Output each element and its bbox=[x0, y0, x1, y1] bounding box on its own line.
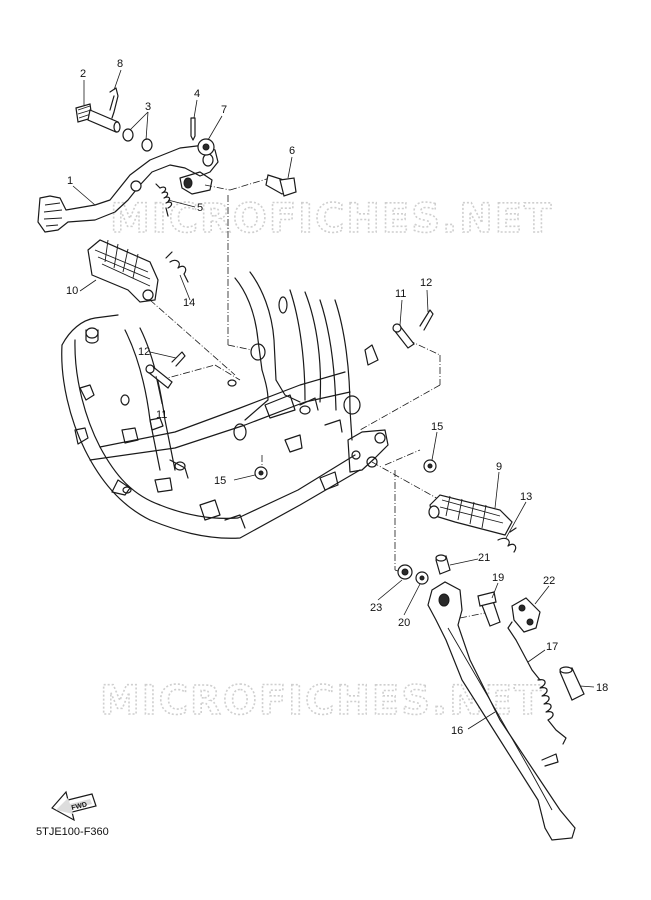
callout-8: 8 bbox=[117, 58, 123, 70]
callout-4: 4 bbox=[194, 88, 200, 100]
callout-12-right: 12 bbox=[420, 277, 432, 289]
frame bbox=[61, 271, 389, 539]
fwd-arrow: FWD bbox=[51, 790, 97, 822]
leader-lines bbox=[72, 69, 595, 730]
sidestand-spring bbox=[507, 621, 567, 745]
return-spring bbox=[155, 183, 173, 217]
right-footrest bbox=[428, 494, 513, 536]
callout-15-right: 15 bbox=[431, 421, 443, 433]
sidestand-bolt bbox=[477, 591, 501, 627]
callout-5: 5 bbox=[197, 202, 203, 214]
callout-22: 22 bbox=[543, 575, 555, 587]
footrest-pin-right bbox=[392, 309, 434, 349]
callout-3: 3 bbox=[145, 101, 151, 113]
callout-13: 13 bbox=[520, 491, 532, 503]
spring-plate bbox=[511, 597, 541, 633]
callout-19: 19 bbox=[492, 572, 504, 584]
callout-15-left: 15 bbox=[214, 475, 226, 487]
brake-pedal bbox=[37, 144, 219, 233]
callout-1: 1 bbox=[67, 175, 73, 187]
pivot-shaft bbox=[75, 103, 121, 133]
fwd-label: FWD bbox=[71, 801, 88, 812]
callout-18: 18 bbox=[596, 682, 608, 694]
footrest-spring bbox=[165, 251, 189, 283]
small-pin bbox=[190, 117, 196, 141]
watermark-top: MICROFICHES.NET bbox=[110, 196, 553, 242]
diagram-code: 5TJE100-F360 bbox=[36, 826, 109, 838]
spring-cover bbox=[559, 666, 585, 701]
bush bbox=[397, 564, 413, 580]
sidestand bbox=[427, 581, 576, 841]
callout-23: 23 bbox=[370, 602, 382, 614]
callout-12-left: 12 bbox=[138, 346, 150, 358]
sidestand-washer bbox=[415, 571, 429, 585]
pivot-bolt bbox=[265, 174, 297, 197]
callout-7: 7 bbox=[221, 104, 227, 116]
callout-16: 16 bbox=[451, 725, 463, 737]
washer-15 bbox=[254, 459, 437, 480]
callout-20: 20 bbox=[398, 617, 410, 629]
callout-2: 2 bbox=[80, 68, 86, 80]
callout-11-right: 11 bbox=[395, 288, 406, 300]
washer bbox=[197, 138, 215, 156]
footrest-pin-left bbox=[145, 351, 186, 389]
callout-6: 6 bbox=[289, 145, 295, 157]
right-footrest-spring bbox=[497, 527, 517, 553]
callout-10: 10 bbox=[66, 285, 78, 297]
callout-11-left: 11 bbox=[156, 409, 167, 421]
callout-9: 9 bbox=[496, 461, 502, 473]
callout-14: 14 bbox=[183, 297, 195, 309]
left-footrest bbox=[87, 239, 159, 303]
collar bbox=[435, 554, 451, 575]
callout-21: 21 bbox=[478, 552, 490, 564]
o-rings bbox=[122, 128, 153, 152]
callout-17: 17 bbox=[546, 641, 558, 653]
callout-numbers: 1 2 3 4 5 6 7 8 9 10 11 11 12 12 13 14 1… bbox=[66, 58, 608, 737]
cotter-pin bbox=[109, 87, 119, 119]
